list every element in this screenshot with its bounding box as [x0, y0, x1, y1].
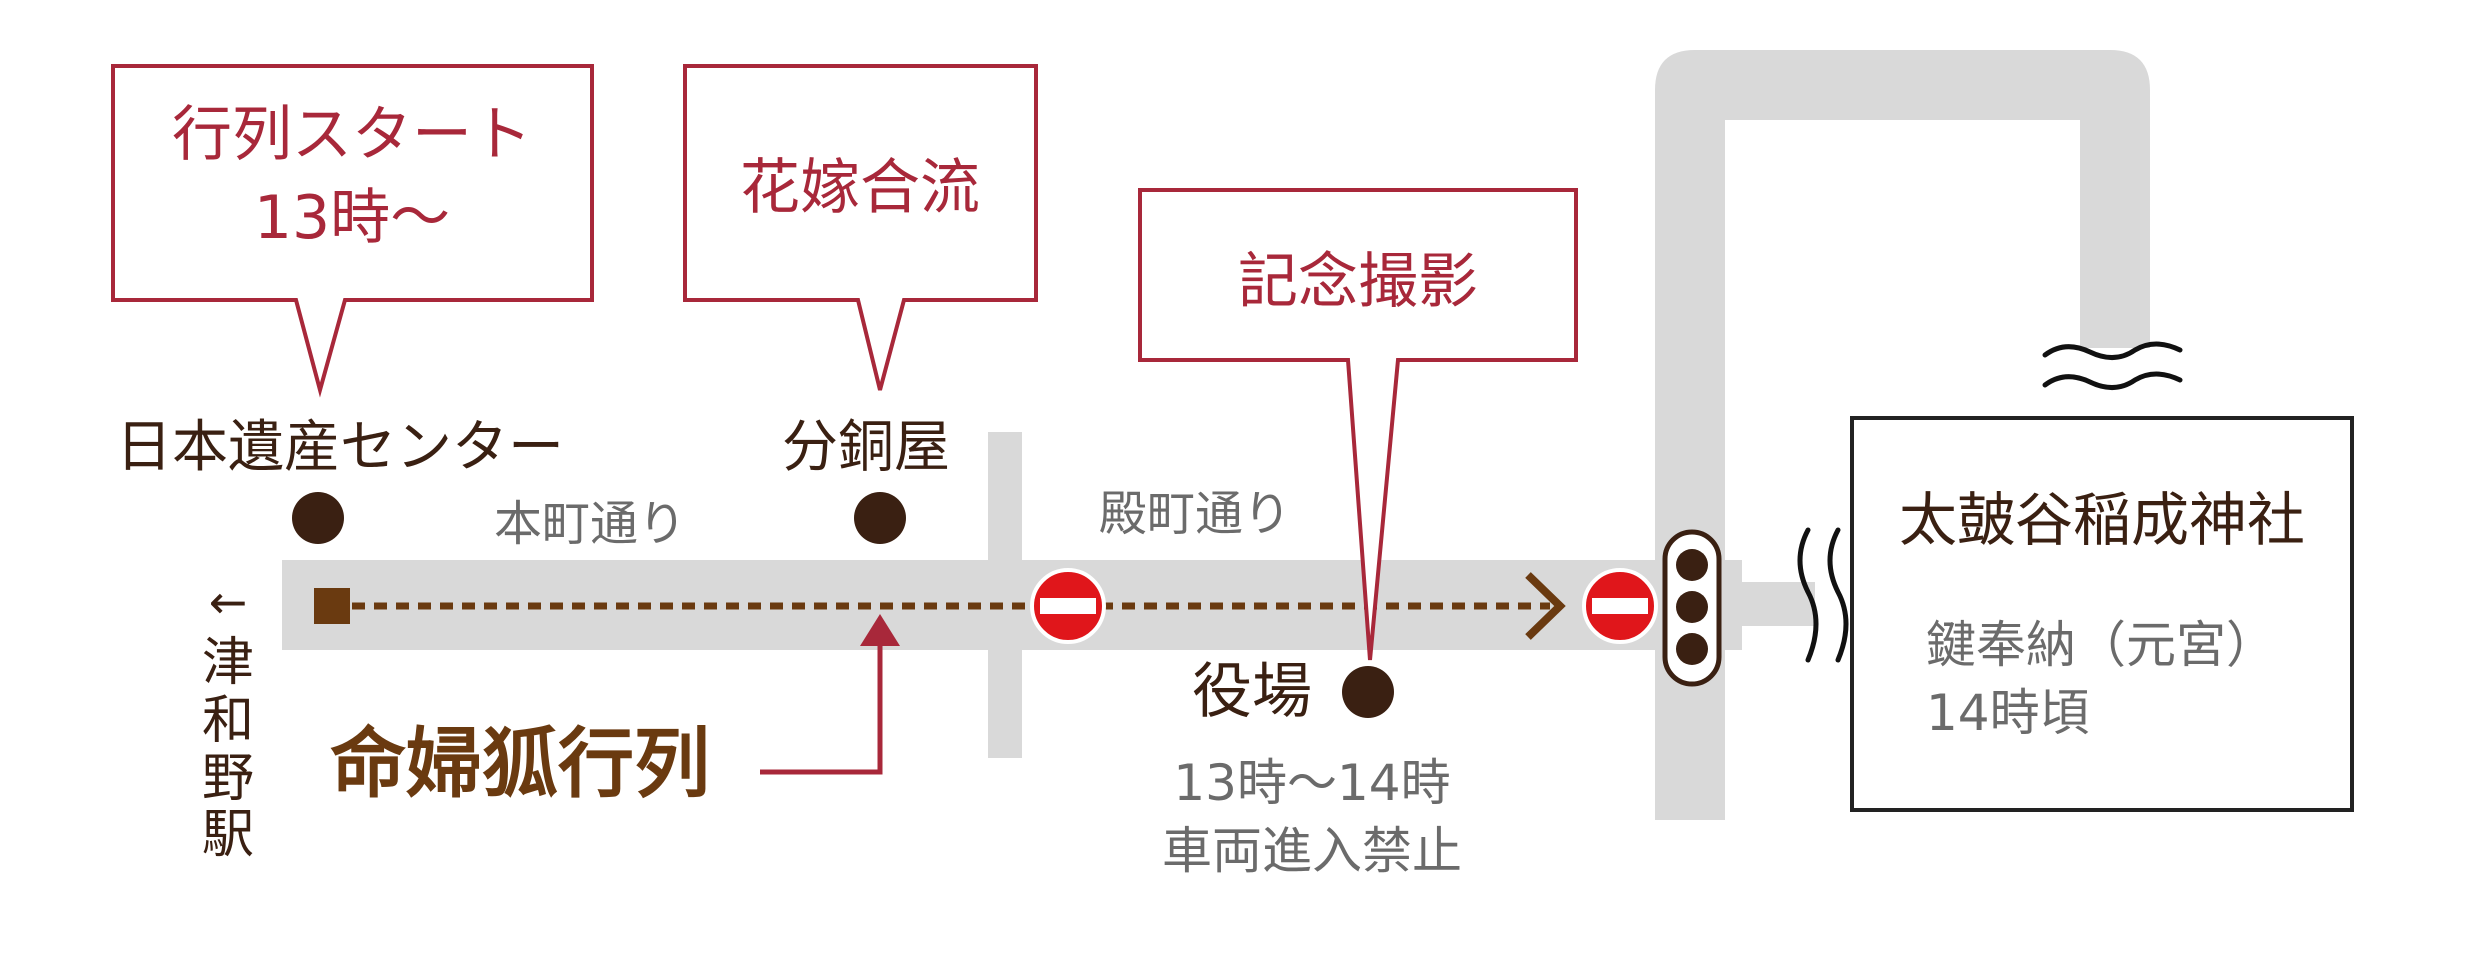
shrine-name: 太皷谷稲成神社 — [1899, 486, 2305, 554]
callout-start-line1: 行列スタート — [172, 100, 532, 170]
station-char-2: 和 — [202, 691, 254, 751]
procession-label: 命婦狐行列 — [330, 719, 710, 808]
station-char-4: 駅 — [202, 805, 254, 865]
shrine-info-line2: 14時頃 — [1926, 684, 2090, 742]
no-entry-icon — [1582, 568, 1658, 644]
cross-street-road — [988, 432, 1022, 758]
traffic-light-icon — [1662, 529, 1722, 687]
restriction-time: 13時〜14時 — [1173, 754, 1450, 812]
wavy-break-icon — [2042, 341, 2183, 390]
place-heritage-center: 日本遺産センター — [116, 415, 564, 480]
callout-bride: 花嫁合流 — [683, 64, 1038, 391]
callout-bride-text: 花嫁合流 — [740, 153, 980, 223]
station-arrow: ← — [209, 575, 248, 629]
shrine-info-line1: 鍵奉納（元宮） — [1926, 616, 2276, 674]
shrine-box: 太皷谷稲成神社 鍵奉納（元宮） 14時頃 — [1850, 416, 2354, 812]
wavy-break-icon-side — [1797, 527, 1849, 663]
procession-pointer-arrow — [760, 614, 900, 775]
shrine-approach-road — [1655, 50, 2150, 820]
procession-route — [314, 572, 1566, 640]
map-marker-dot — [1342, 666, 1394, 718]
place-town-office: 役場 — [1192, 657, 1312, 727]
restriction-note: 車両進入禁止 — [1162, 822, 1462, 880]
callout-photo: 記念撮影 — [1138, 188, 1578, 661]
map-marker-dot — [292, 492, 344, 544]
map-marker-dot — [854, 492, 906, 544]
station-char-3: 野 — [202, 749, 254, 809]
street-tonomachi: 殿町通り — [1099, 486, 1291, 542]
station-char-1: 津 — [202, 633, 254, 693]
street-honmachi: 本町通り — [494, 496, 686, 552]
callout-start-line2: 13時〜 — [254, 183, 450, 253]
station-label: ← 津 和 野 駅 — [202, 575, 254, 865]
place-fundoya: 分銅屋 — [782, 415, 950, 480]
no-entry-icon — [1030, 568, 1106, 644]
route-arrowhead — [1525, 572, 1566, 640]
callout-start: 行列スタート 13時〜 — [111, 64, 594, 398]
callout-photo-text: 記念撮影 — [1238, 247, 1478, 317]
route-start-marker — [314, 588, 350, 624]
shrine-side-road — [1725, 582, 1815, 626]
